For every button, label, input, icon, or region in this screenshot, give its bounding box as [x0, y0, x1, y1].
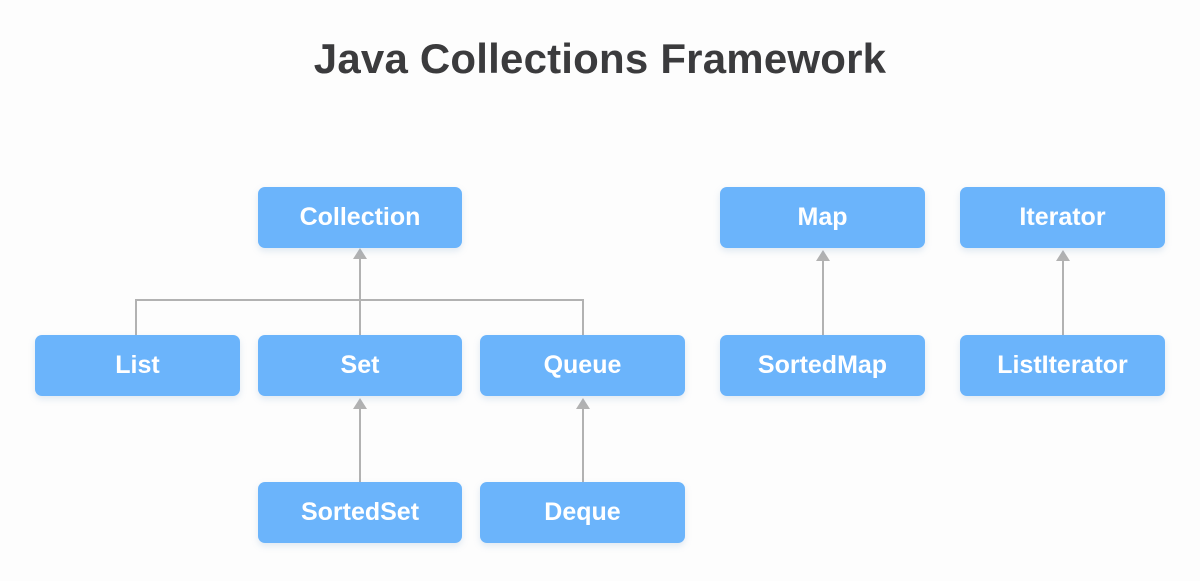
node-listiterator-label: ListIterator — [997, 351, 1128, 379]
node-map-label: Map — [797, 203, 848, 231]
page-title: Java Collections Framework — [313, 35, 887, 82]
node-iterator[interactable]: Iterator — [960, 187, 1165, 248]
connector-queue-drop — [582, 299, 584, 336]
node-collection-label: Collection — [299, 203, 421, 231]
node-listiterator[interactable]: ListIterator — [960, 335, 1165, 396]
node-deque[interactable]: Deque — [480, 482, 685, 543]
node-map[interactable]: Map — [720, 187, 925, 248]
node-sortedset[interactable]: SortedSet — [258, 482, 462, 543]
connector-sortedset-to-set — [359, 408, 361, 483]
arrowhead-deque-to-queue — [576, 398, 590, 409]
connector-listiterator-to-iterator — [1062, 260, 1064, 336]
node-sortedmap[interactable]: SortedMap — [720, 335, 925, 396]
arrowhead-sortedmap-to-map — [816, 250, 830, 261]
connector-set-drop — [359, 299, 361, 336]
node-sortedmap-label: SortedMap — [757, 351, 888, 379]
arrowhead-listiterator-to-iterator — [1056, 250, 1070, 261]
node-deque-label: Deque — [544, 498, 621, 526]
node-collection[interactable]: Collection — [258, 187, 462, 248]
arrowhead-sortedset-to-set — [353, 398, 367, 409]
node-set[interactable]: Set — [258, 335, 462, 396]
node-list-label: List — [115, 351, 160, 379]
connector-set-to-collection-stem — [359, 258, 361, 300]
connector-list-drop — [135, 299, 137, 336]
connector-deque-to-queue — [582, 408, 584, 483]
node-set-label: Set — [340, 351, 380, 379]
node-list[interactable]: List — [35, 335, 240, 396]
node-queue[interactable]: Queue — [480, 335, 685, 396]
node-iterator-label: Iterator — [1019, 203, 1106, 231]
node-sortedset-label: SortedSet — [300, 498, 420, 526]
arrowhead-set-to-collection — [353, 248, 367, 259]
connector-collection-bus — [135, 299, 584, 301]
node-queue-label: Queue — [543, 351, 622, 379]
connector-sortedmap-to-map — [822, 260, 824, 336]
